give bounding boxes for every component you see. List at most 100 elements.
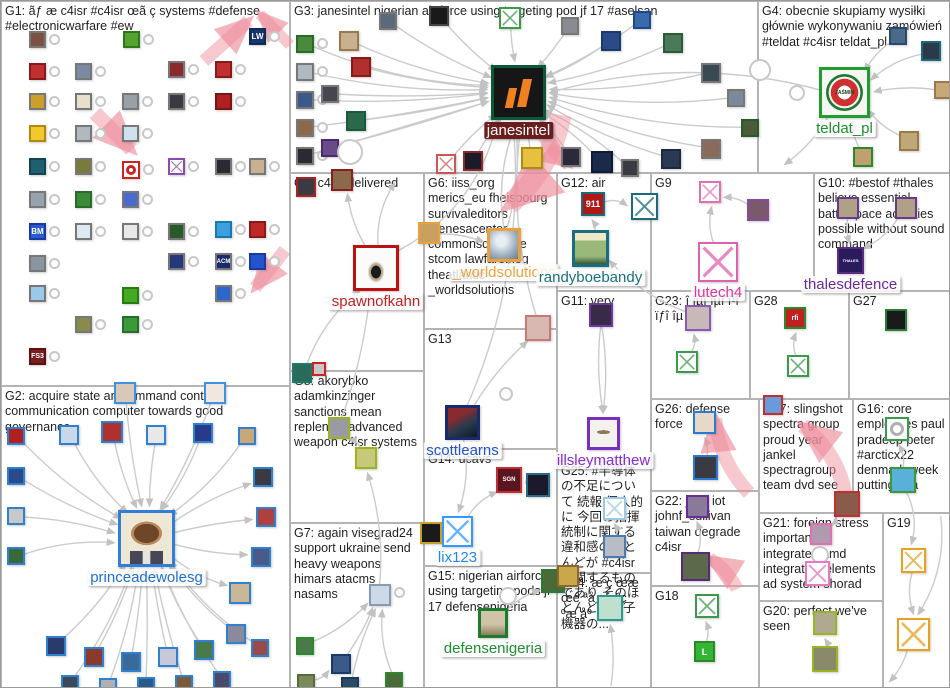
node-floop1[interactable] xyxy=(749,59,771,81)
node-h3[interactable] xyxy=(331,654,351,674)
node-q5[interactable] xyxy=(75,63,92,80)
node-q17[interactable] xyxy=(75,158,92,175)
node-ta[interactable] xyxy=(837,197,859,219)
node-f5[interactable] xyxy=(853,147,873,167)
node-h6[interactable] xyxy=(385,672,403,687)
node-d2[interactable] xyxy=(693,455,718,480)
node-g911[interactable]: 911 xyxy=(581,192,605,216)
node-m1[interactable] xyxy=(525,315,551,341)
node-prince[interactable] xyxy=(118,510,175,567)
node-w3[interactable] xyxy=(328,417,350,439)
node-gx[interactable] xyxy=(631,193,658,220)
node-q29[interactable] xyxy=(215,221,232,238)
node-q32[interactable] xyxy=(168,253,185,270)
node-q33[interactable]: ACM xyxy=(215,253,232,270)
node-f4[interactable] xyxy=(899,131,919,151)
node-a2[interactable] xyxy=(812,646,838,672)
node-q7[interactable] xyxy=(215,61,232,78)
node-j1[interactable] xyxy=(589,303,613,327)
node-p25[interactable] xyxy=(175,675,193,687)
node-t26[interactable] xyxy=(561,147,581,167)
node-t2[interactable] xyxy=(296,63,314,81)
node-t24[interactable] xyxy=(463,151,483,171)
node-y2[interactable] xyxy=(603,535,626,558)
node-t18[interactable] xyxy=(661,149,681,169)
node-t12[interactable] xyxy=(633,11,651,29)
node-o1[interactable] xyxy=(885,309,907,331)
node-q30[interactable] xyxy=(249,221,266,238)
node-n2[interactable] xyxy=(747,199,769,221)
node-illsleymatthew[interactable] xyxy=(587,417,620,450)
node-q6[interactable] xyxy=(168,61,185,78)
node-w1[interactable] xyxy=(292,363,312,383)
node-q22[interactable] xyxy=(29,191,46,208)
node-q34[interactable] xyxy=(249,253,266,270)
node-q40[interactable]: FS3 xyxy=(29,348,46,365)
node-q16[interactable] xyxy=(29,158,46,175)
node-p5[interactable] xyxy=(59,425,79,445)
node-sloop[interactable] xyxy=(499,587,517,605)
node-q8[interactable] xyxy=(29,93,46,110)
node-c1[interactable] xyxy=(834,491,860,517)
node-x1[interactable] xyxy=(885,417,909,441)
node-q14[interactable] xyxy=(75,125,92,142)
node-t10[interactable] xyxy=(561,17,579,35)
node-b2[interactable] xyxy=(681,552,710,581)
node-t19[interactable] xyxy=(351,57,371,77)
node-t16[interactable] xyxy=(741,119,759,137)
node-l2[interactable] xyxy=(787,355,809,377)
node-q25[interactable]: BM xyxy=(29,223,46,240)
node-tb[interactable] xyxy=(895,197,917,219)
node-p4[interactable] xyxy=(7,547,25,565)
node-p10[interactable] xyxy=(114,382,136,404)
node-t9[interactable] xyxy=(499,7,521,29)
node-r1[interactable]: SGN xyxy=(496,467,522,493)
node-t8[interactable] xyxy=(429,6,449,26)
node-q15[interactable] xyxy=(122,125,139,142)
node-q27[interactable] xyxy=(122,223,139,240)
node-q28[interactable] xyxy=(168,223,185,240)
node-q3[interactable]: LW xyxy=(249,28,266,45)
node-q18[interactable] xyxy=(122,161,140,179)
node-q19[interactable] xyxy=(168,158,185,175)
node-p11[interactable] xyxy=(204,382,226,404)
node-p9[interactable] xyxy=(238,427,256,445)
node-t6[interactable] xyxy=(339,31,359,51)
node-q2[interactable] xyxy=(123,31,140,48)
node-t13[interactable] xyxy=(663,33,683,53)
node-p23[interactable] xyxy=(99,678,117,687)
node-t20[interactable] xyxy=(321,85,339,103)
node-q11[interactable] xyxy=(168,93,185,110)
node-q37[interactable] xyxy=(215,285,232,302)
node-p6[interactable] xyxy=(101,421,123,443)
node-h4[interactable] xyxy=(297,674,315,687)
node-n1[interactable] xyxy=(699,181,721,203)
node-h2[interactable] xyxy=(296,637,314,655)
node-q12[interactable] xyxy=(215,93,232,110)
node-t1[interactable] xyxy=(296,35,314,53)
node-q36[interactable] xyxy=(122,287,139,304)
node-lutech4[interactable] xyxy=(698,242,738,282)
node-t5[interactable] xyxy=(296,147,314,165)
node-randyboebandy[interactable] xyxy=(572,230,609,267)
node-p21[interactable] xyxy=(226,624,246,644)
node-v1[interactable] xyxy=(331,169,353,191)
node-c3[interactable] xyxy=(805,561,830,586)
node-z1[interactable] xyxy=(597,595,623,621)
node-b1[interactable] xyxy=(686,495,709,518)
node-t21[interactable] xyxy=(346,111,366,131)
node-q21[interactable] xyxy=(249,158,266,175)
node-p18[interactable] xyxy=(121,652,141,672)
node-t4[interactable] xyxy=(296,119,314,137)
node-thalesdefence[interactable]: THALES xyxy=(837,247,864,274)
node-p3[interactable] xyxy=(7,507,25,525)
node-v2[interactable] xyxy=(296,177,316,197)
node-p7[interactable] xyxy=(146,425,166,445)
node-t14[interactable] xyxy=(701,63,721,83)
node-k1[interactable] xyxy=(685,305,711,331)
node-q10[interactable] xyxy=(122,93,139,110)
node-w2[interactable] xyxy=(312,362,326,376)
node-k2[interactable] xyxy=(676,351,698,373)
node-u1[interactable] xyxy=(418,222,440,244)
node-t15[interactable] xyxy=(727,89,745,107)
